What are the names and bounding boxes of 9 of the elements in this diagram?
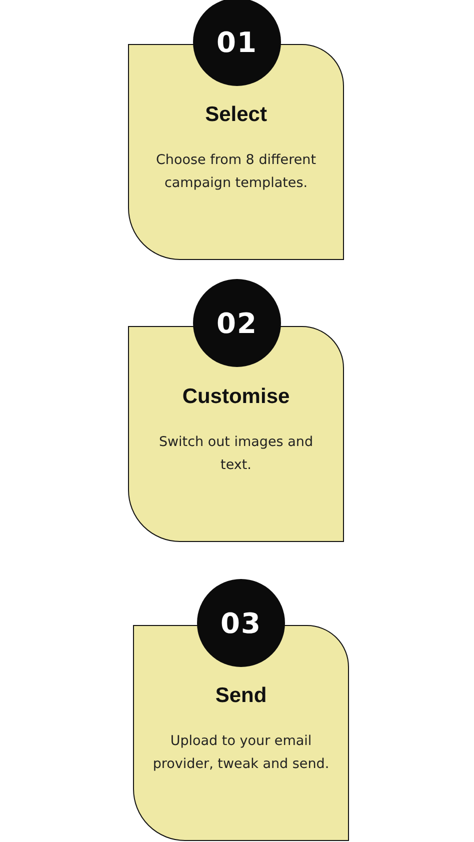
step-description: Upload to your email provider, tweak and send. xyxy=(152,732,330,774)
step-title: Select xyxy=(205,103,267,127)
step-number-circle: 01 xyxy=(193,0,281,86)
step-title: Send xyxy=(215,684,267,708)
step-title: Customise xyxy=(182,385,290,409)
step-description: Switch out images and text. xyxy=(158,433,314,475)
step-number-circle: 03 xyxy=(197,579,285,667)
step-description: Choose from 8 different campaign templates. xyxy=(154,151,318,193)
step-number-circle: 02 xyxy=(193,279,281,367)
